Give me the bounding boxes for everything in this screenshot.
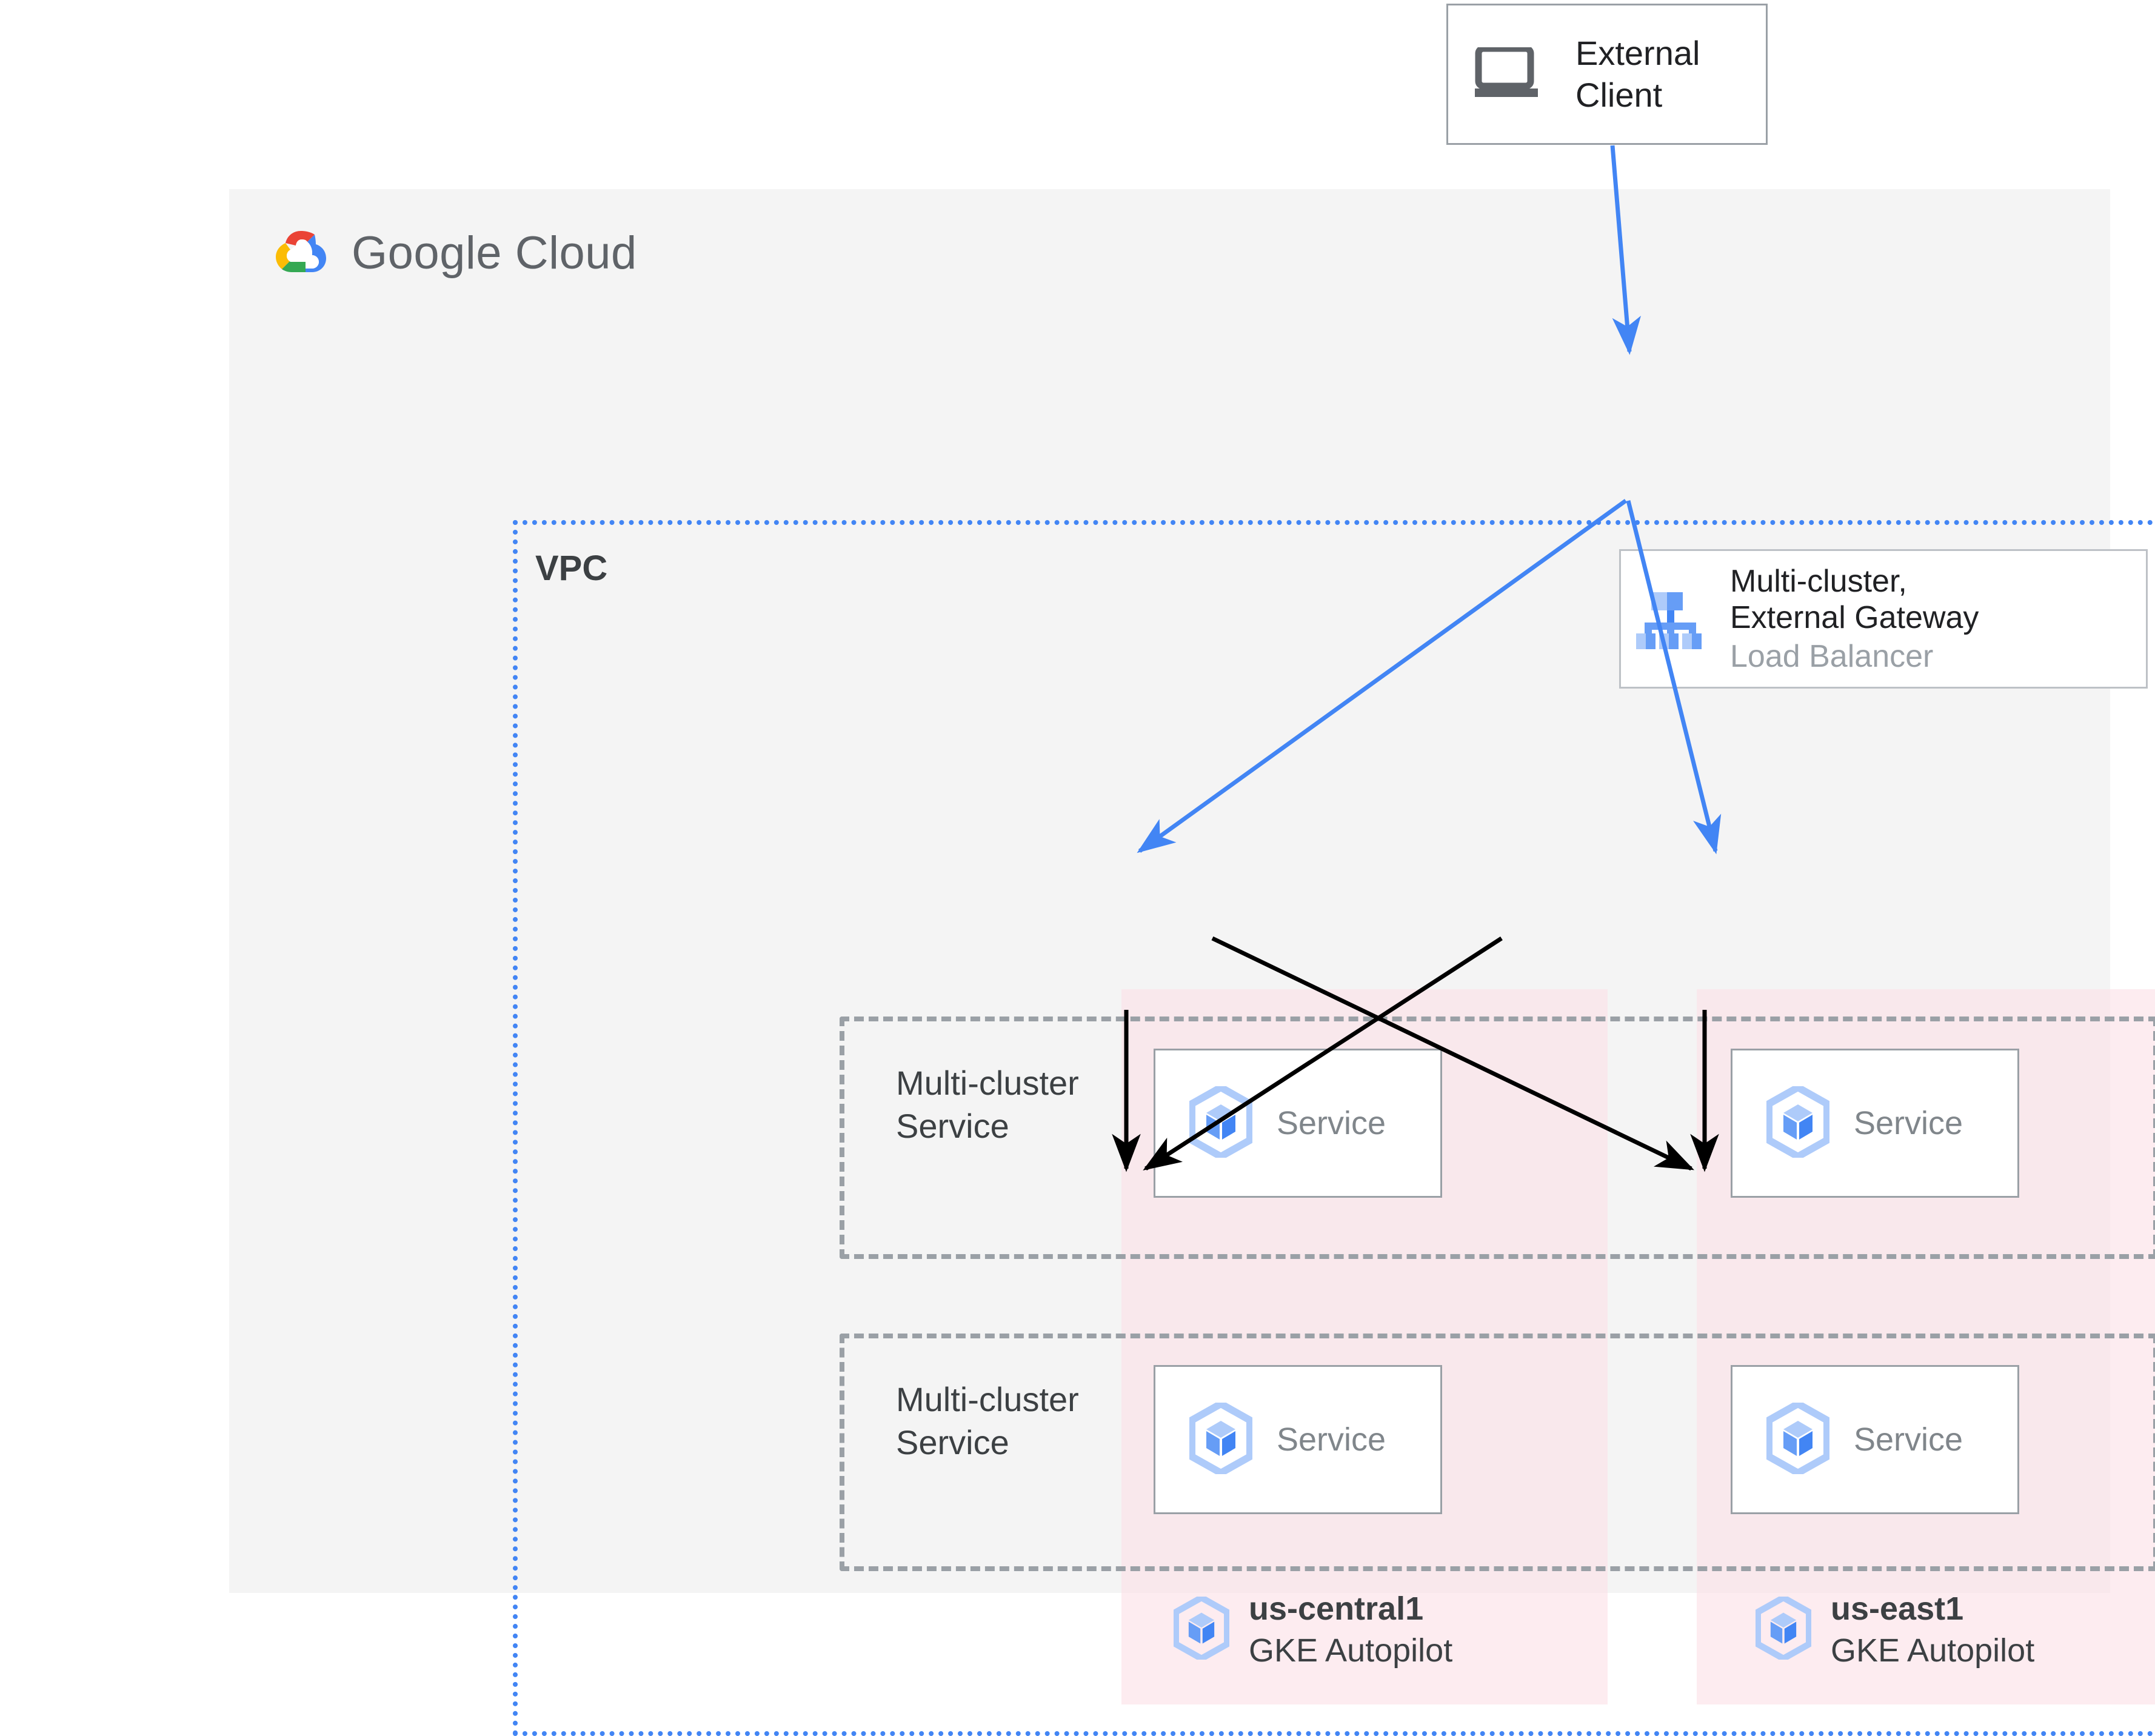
- vpc-label: VPC: [535, 549, 608, 588]
- gke-service-icon: [1765, 1083, 1831, 1161]
- diagram-canvas: External Client Google Cloud VPC Mu: [229, 4, 2155, 1736]
- external-client-label: External Client: [1575, 34, 1700, 114]
- service-node-us-east1-bottom[interactable]: Service: [1731, 1365, 2019, 1514]
- brand-google: Google: [352, 227, 503, 279]
- service-label: Service: [1854, 1421, 1963, 1458]
- laptop-icon: [1475, 45, 1542, 101]
- service-node-us-east1-top[interactable]: Service: [1731, 1049, 2019, 1198]
- google-cloud-brand-text: Google Cloud: [352, 227, 637, 279]
- google-cloud-logo-icon: [272, 229, 330, 278]
- external-client-node[interactable]: External Client: [1446, 4, 1768, 145]
- service-node-us-central1-top[interactable]: Service: [1154, 1049, 1442, 1198]
- gke-cluster-icon: [1754, 1594, 1813, 1663]
- cluster-footer-us-central1: us-central1 GKE Autopilot: [1172, 1589, 1452, 1671]
- cluster-type: GKE Autopilot: [1249, 1632, 1453, 1669]
- google-cloud-panel: Google Cloud VPC Multi-cluster Service M…: [229, 189, 2155, 1736]
- gateway-title: Multi-cluster, External Gateway: [1730, 563, 1979, 635]
- service-label: Service: [1854, 1105, 1963, 1141]
- multi-cluster-service-group-2: [840, 1334, 2155, 1571]
- service-label: Service: [1277, 1105, 1386, 1141]
- cluster-footer-us-east1: us-east1 GKE Autopilot: [1754, 1589, 2034, 1671]
- cluster-text-block: us-central1 GKE Autopilot: [1249, 1589, 1452, 1671]
- load-balancer-icon: [1634, 586, 1706, 652]
- multi-cluster-service-label-2: Multi-cluster Service: [896, 1380, 1079, 1461]
- google-cloud-brand: Google Cloud: [272, 227, 637, 279]
- gateway-subtitle: Load Balancer: [1730, 639, 1934, 675]
- multi-cluster-external-gateway-node[interactable]: Multi-cluster, External Gateway Load Bal…: [1619, 549, 2148, 689]
- cluster-name: us-central1: [1249, 1591, 1424, 1627]
- gke-service-icon: [1188, 1083, 1254, 1161]
- service-label: Service: [1277, 1421, 1386, 1458]
- gke-cluster-icon: [1172, 1594, 1231, 1663]
- gke-service-icon: [1188, 1399, 1254, 1477]
- gke-service-icon: [1765, 1399, 1831, 1477]
- cluster-name: us-east1: [1831, 1591, 1964, 1627]
- service-node-us-central1-bottom[interactable]: Service: [1154, 1365, 1442, 1514]
- cluster-text-block: us-east1 GKE Autopilot: [1831, 1589, 2034, 1671]
- cluster-type: GKE Autopilot: [1831, 1632, 2035, 1669]
- multi-cluster-service-label-1: Multi-cluster Service: [896, 1064, 1079, 1145]
- brand-cloud: Cloud: [515, 227, 637, 279]
- gateway-text-block: Multi-cluster, External Gateway Load Bal…: [1730, 563, 1979, 675]
